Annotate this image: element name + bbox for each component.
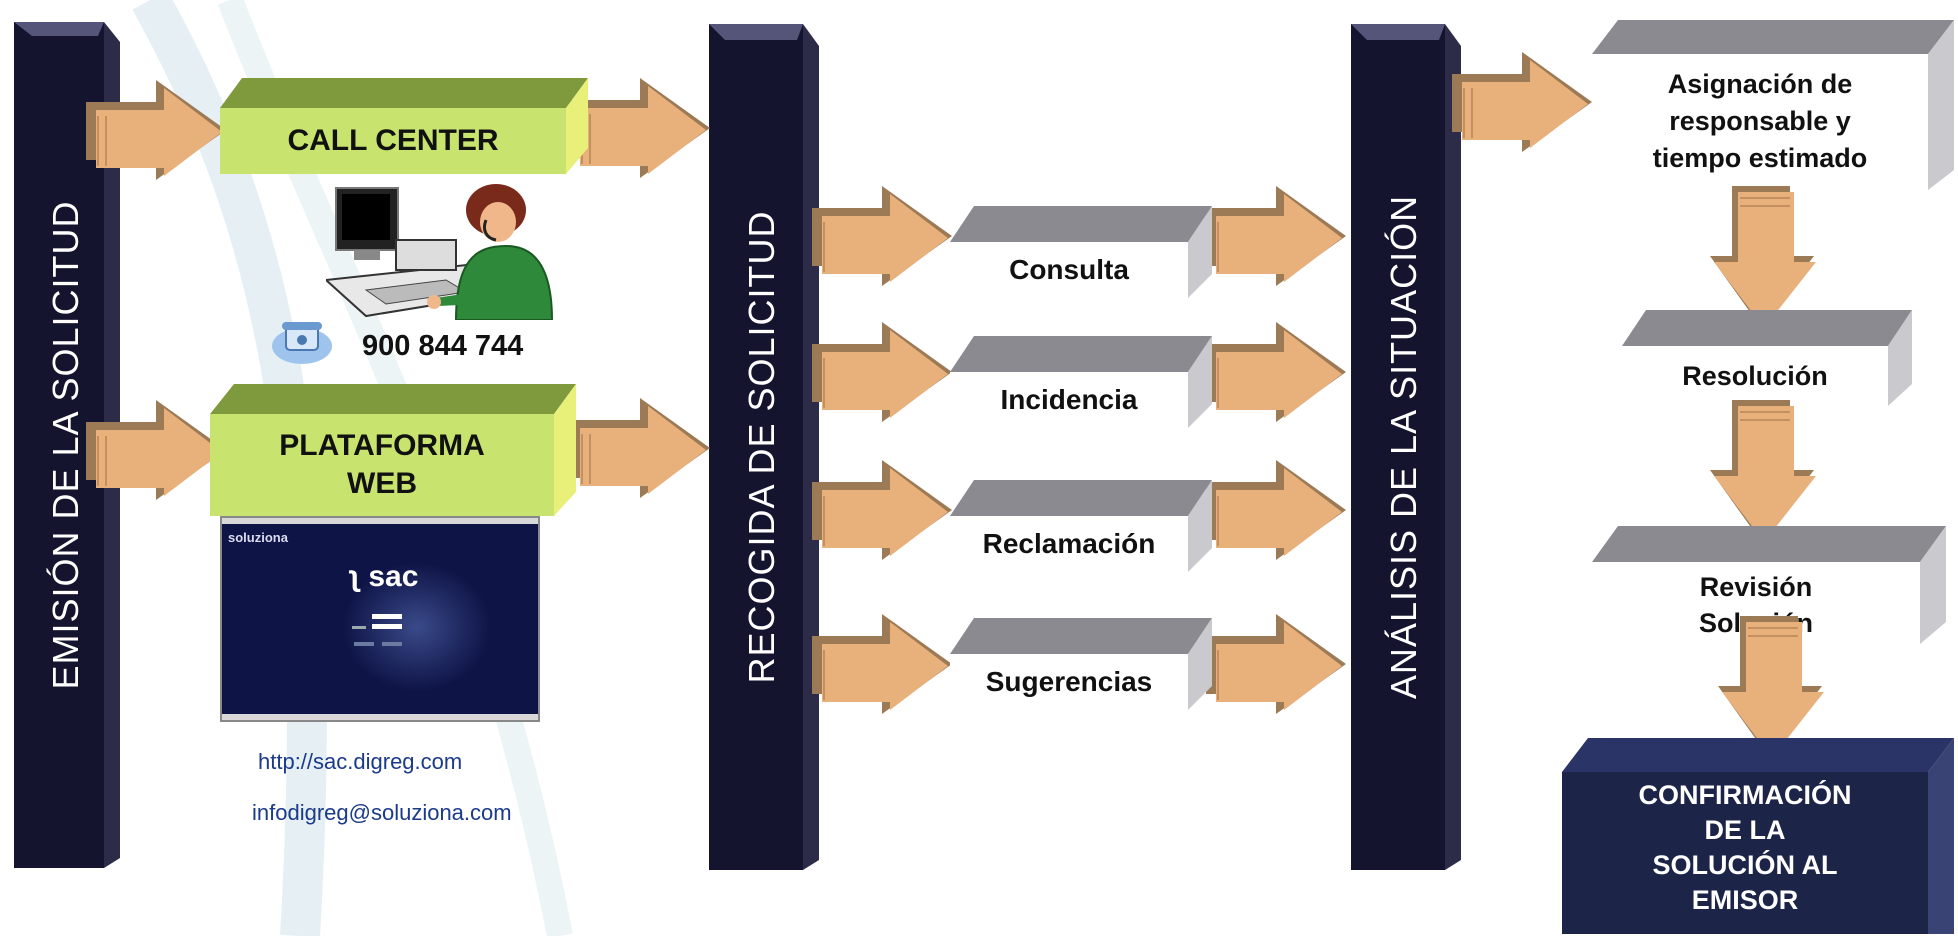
step-box-resolucion: Resolución — [1622, 310, 1912, 406]
step-label-asignacion: Asignación de responsable y tiempo estim… — [1592, 66, 1928, 190]
web-platform-line1: PLATAFORMA — [279, 429, 485, 462]
type-box-consulta: Consulta — [950, 206, 1212, 298]
pillar-analisis-label: ANÁLISIS DE LA SITUACIÓN — [1383, 194, 1424, 700]
step-asignacion-line3: tiempo estimado — [1652, 143, 1868, 173]
email-link[interactable]: infodigreg@soluziona.com — [252, 800, 512, 825]
type-label-incidencia: Incidencia — [1000, 384, 1138, 415]
sac-logo-mark-icon: ʅ — [350, 560, 360, 593]
step-revision-line1: Revisión — [1699, 572, 1813, 602]
call-center-agent-icon — [326, 184, 554, 320]
arrow-down-icon — [1718, 616, 1824, 758]
arrow-right-icon — [1206, 460, 1346, 560]
web-screenshot: soluziona ʅ sac — [220, 516, 540, 722]
arrow-right-icon — [812, 460, 952, 560]
web-platform-line2: WEB — [347, 467, 417, 500]
telephone-icon — [272, 322, 332, 364]
step-asignacion-line2: responsable y — [1669, 106, 1851, 136]
arrow-right-icon — [570, 398, 710, 498]
sac-logo: ʅ sac — [350, 560, 418, 594]
pillar-recogida-label: RECOGIDA DE SOLICITUD — [741, 210, 782, 684]
call-center-label: CALL CENTER — [287, 124, 499, 157]
sac-logo-text: sac — [368, 560, 419, 593]
type-box-reclamacion: Reclamación — [950, 480, 1212, 572]
arrow-right-icon — [1452, 52, 1592, 152]
step-label-resolucion: Resolución — [1682, 360, 1828, 391]
arrow-right-icon — [1206, 322, 1346, 422]
type-label-reclamacion: Reclamación — [982, 528, 1156, 559]
type-label-consulta: Consulta — [1009, 254, 1129, 285]
url-link[interactable]: http://sac.digreg.com — [258, 749, 463, 774]
web-platform-box: PLATAFORMA WEB — [210, 384, 580, 516]
confirmation-line1: CONFIRMACIÓN — [1638, 780, 1852, 810]
confirmation-label: CONFIRMACIÓN DE LA SOLUCIÓN AL EMISOR — [1562, 778, 1928, 934]
type-box-incidencia: Incidencia — [950, 336, 1212, 428]
type-box-sugerencias: Sugerencias — [950, 618, 1212, 710]
confirmation-box: CONFIRMACIÓN DE LA SOLUCIÓN AL EMISOR — [1562, 738, 1954, 934]
pillar-recogida: RECOGIDA DE SOLICITUD — [703, 16, 821, 878]
type-label-sugerencias: Sugerencias — [985, 666, 1153, 697]
call-center-box: CALL CENTER — [220, 78, 592, 174]
step-box-asignacion: Asignación de responsable y tiempo estim… — [1592, 20, 1954, 190]
arrow-right-icon — [812, 614, 952, 714]
arrow-down-icon — [1710, 400, 1816, 542]
arrow-right-icon — [1206, 614, 1346, 714]
arrow-right-icon — [812, 186, 952, 286]
confirmation-line4: EMISOR — [1691, 885, 1799, 915]
arrow-right-icon — [86, 400, 226, 500]
arrow-right-icon — [1206, 186, 1346, 286]
arrow-right-icon — [812, 322, 952, 422]
web-screenshot-brand: soluziona — [228, 530, 288, 545]
confirmation-line2: DE LA — [1704, 815, 1786, 845]
arrow-down-icon — [1710, 186, 1816, 328]
pillar-emision-label: EMISIÓN DE LA SOLICITUD — [44, 200, 86, 690]
arrow-right-icon — [570, 78, 710, 178]
step-asignacion-line1: Asignación de — [1667, 69, 1853, 99]
phone-number: 900 844 744 — [362, 330, 524, 362]
pillar-analisis: ANÁLISIS DE LA SITUACIÓN — [1345, 16, 1463, 878]
confirmation-line3: SOLUCIÓN AL — [1652, 850, 1838, 880]
arrow-right-icon — [86, 80, 226, 180]
web-platform-label: PLATAFORMA WEB — [210, 414, 554, 516]
